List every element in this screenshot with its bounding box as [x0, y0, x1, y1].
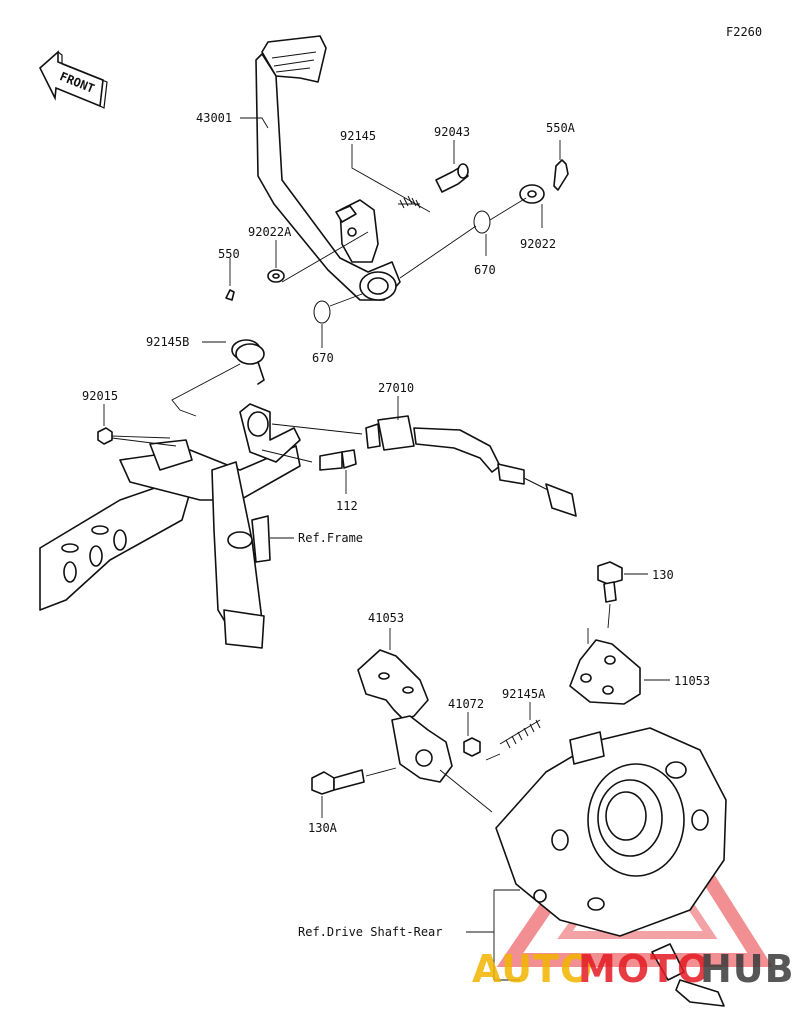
- leaders-top: [229, 117, 561, 348]
- leader-92015: [103, 404, 177, 447]
- label-92022A: 92022A: [248, 225, 292, 239]
- label-43001: 43001: [196, 111, 232, 125]
- front-arrow-shadow-icon: [57, 51, 108, 109]
- label-550: 550: [218, 247, 240, 261]
- label-ref-frame: Ref.Frame: [298, 531, 363, 545]
- label-92043: 92043: [434, 125, 470, 139]
- bracket-11053: [569, 628, 670, 705]
- leader-ref-drive: [466, 889, 520, 981]
- label-92145B: 92145B: [146, 335, 189, 349]
- washer-92022A-hole: [272, 273, 280, 279]
- nut-41072: [463, 737, 481, 757]
- leader-nut-to-housing: [485, 753, 501, 761]
- drive-shaft-housing: [495, 727, 727, 937]
- spring-92145B: [171, 339, 265, 417]
- figure-code: F2260: [726, 25, 762, 39]
- part-labels: 43001 92145 92043 550A 92022A 550 92022 …: [82, 111, 710, 939]
- label-27010: 27010: [378, 381, 414, 395]
- bolt-130: [597, 561, 648, 629]
- label-92145: 92145: [340, 129, 376, 143]
- label-670-upper: 670: [474, 263, 496, 277]
- label-92022: 92022: [520, 237, 556, 251]
- lever-41053: [357, 628, 453, 783]
- oring-670-lower: [313, 300, 331, 324]
- label-11053: 11053: [674, 674, 710, 688]
- output-shaft: [651, 943, 725, 1007]
- label-92145A: 92145A: [502, 687, 546, 701]
- label-670-lower: 670: [312, 351, 334, 365]
- cotter-pin-550A: [553, 159, 569, 191]
- spring-92145A: [499, 702, 541, 749]
- nut-92015: [97, 427, 113, 445]
- brake-pedal: [255, 35, 401, 301]
- front-arrow: FRONT: [39, 50, 108, 109]
- label-130A: 130A: [308, 821, 338, 835]
- washer-92022-hole: [527, 190, 537, 198]
- bolt-130A: [311, 767, 397, 818]
- bolt-112: [261, 449, 357, 494]
- cotter-pin-550: [225, 289, 235, 301]
- label-92015: 92015: [82, 389, 118, 403]
- label-550A: 550A: [546, 121, 576, 135]
- label-112: 112: [336, 499, 358, 513]
- oring-670-upper: [473, 210, 491, 234]
- label-41053: 41053: [368, 611, 404, 625]
- label-130: 130: [652, 568, 674, 582]
- leader-lever-to-housing: [439, 769, 493, 813]
- pin-92043: [435, 163, 469, 193]
- brake-switch-27010: [271, 396, 577, 517]
- watermark-text-auto: AUTO: [472, 947, 593, 991]
- watermark-text-hub: HUB: [700, 947, 795, 991]
- front-arrow-icon: [39, 50, 104, 108]
- label-ref-drive-shaft: Ref.Drive Shaft-Rear: [298, 925, 443, 939]
- watermark-text: AUTO MOTO HUB: [472, 947, 795, 991]
- watermark-text-moto: MOTO: [578, 947, 710, 991]
- label-41072: 41072: [448, 697, 484, 711]
- frame: [39, 403, 301, 649]
- spring-92145: [398, 195, 421, 209]
